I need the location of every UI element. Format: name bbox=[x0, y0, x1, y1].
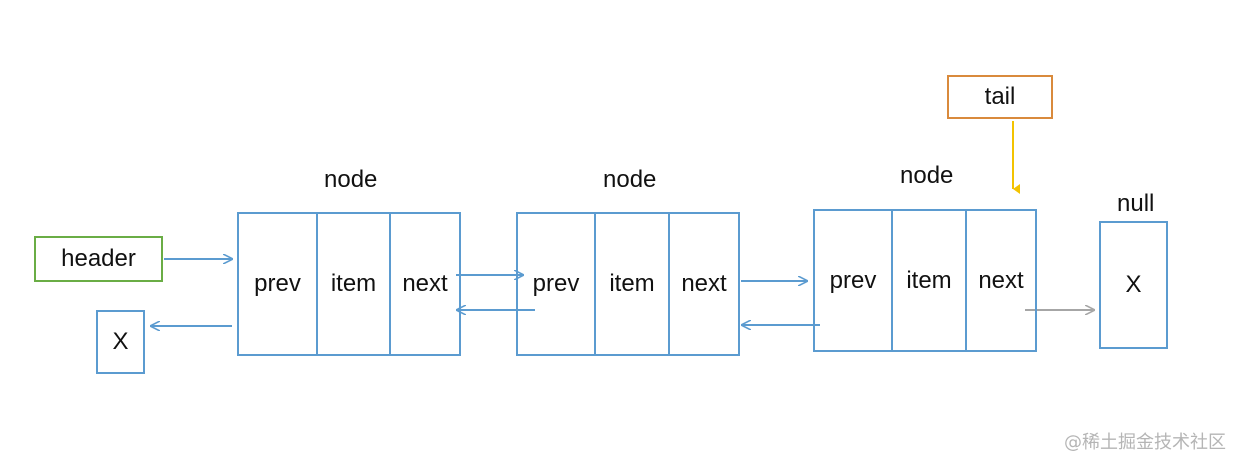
node3-prev-cell: prev bbox=[829, 266, 877, 294]
node2-item-cell: item bbox=[594, 214, 668, 354]
null-label: null bbox=[1117, 190, 1155, 217]
node1-next-cell: next bbox=[389, 214, 459, 354]
node3-next-cell: next bbox=[965, 211, 1035, 350]
node1-title: node bbox=[324, 166, 378, 193]
node2-title: node bbox=[603, 166, 657, 193]
header-label: header bbox=[61, 245, 136, 272]
watermark: @稀土掘金技术社区 bbox=[1064, 432, 1226, 453]
node2-prev-cell: prev bbox=[532, 270, 580, 297]
tail-box: tail bbox=[947, 75, 1053, 119]
left-terminal-box: X bbox=[96, 310, 145, 374]
node2-next-cell: next bbox=[668, 214, 738, 354]
node2-box: prev item next bbox=[516, 212, 740, 356]
node1-item-cell: item bbox=[316, 214, 389, 354]
node1-prev-cell: prev bbox=[254, 270, 301, 297]
node3-box: prev item next bbox=[813, 209, 1037, 352]
header-box: header bbox=[34, 236, 163, 282]
node1-box: prev item next bbox=[237, 212, 461, 356]
null-box: X bbox=[1099, 221, 1168, 349]
tail-label: tail bbox=[984, 83, 1016, 110]
left-terminal-value: X bbox=[112, 328, 129, 355]
null-value: X bbox=[1125, 271, 1142, 298]
node3-item-cell: item bbox=[891, 211, 965, 350]
node3-title: node bbox=[900, 162, 954, 189]
